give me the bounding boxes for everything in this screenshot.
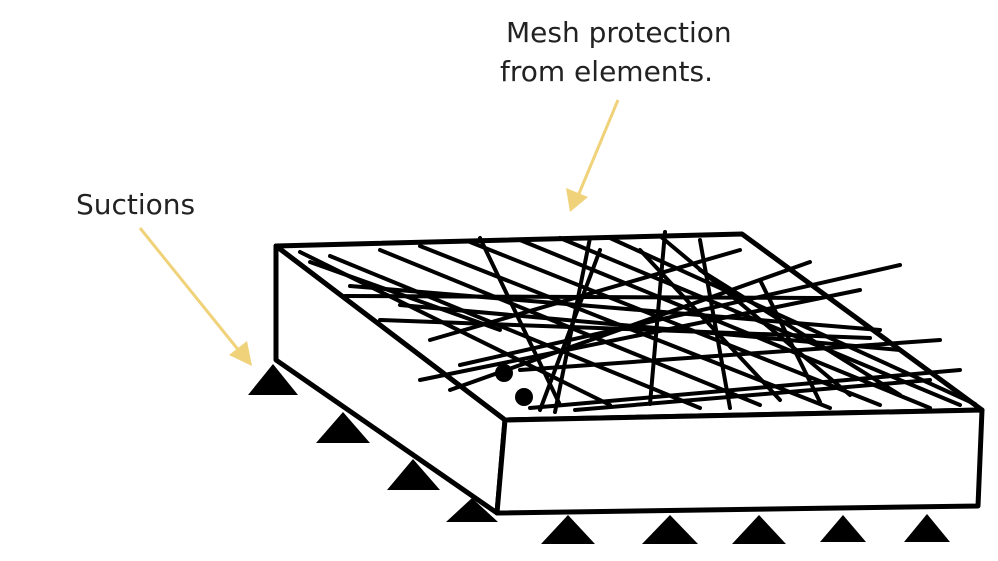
side-supports — [248, 364, 498, 522]
support-triangle — [642, 515, 698, 544]
dot — [515, 388, 533, 406]
support-triangle — [820, 515, 866, 542]
mesh-protection-label-line2: from elements. — [500, 55, 714, 88]
support-triangle — [904, 514, 950, 542]
support-triangle — [541, 515, 595, 544]
support-triangle — [316, 412, 370, 443]
slab-front-face — [494, 407, 985, 516]
mesh-fibres — [298, 230, 977, 414]
suctions-label: Suctions — [76, 188, 196, 221]
dot — [495, 364, 513, 382]
support-triangle — [732, 515, 786, 544]
support-triangle — [248, 364, 298, 395]
suctions-arrow — [138, 227, 252, 366]
support-triangle — [387, 459, 440, 490]
support-triangle — [446, 498, 498, 522]
mesh-arrow — [566, 99, 620, 212]
mesh-protection-label-line1: Mesh protection — [506, 16, 732, 49]
front-supports — [541, 514, 950, 544]
